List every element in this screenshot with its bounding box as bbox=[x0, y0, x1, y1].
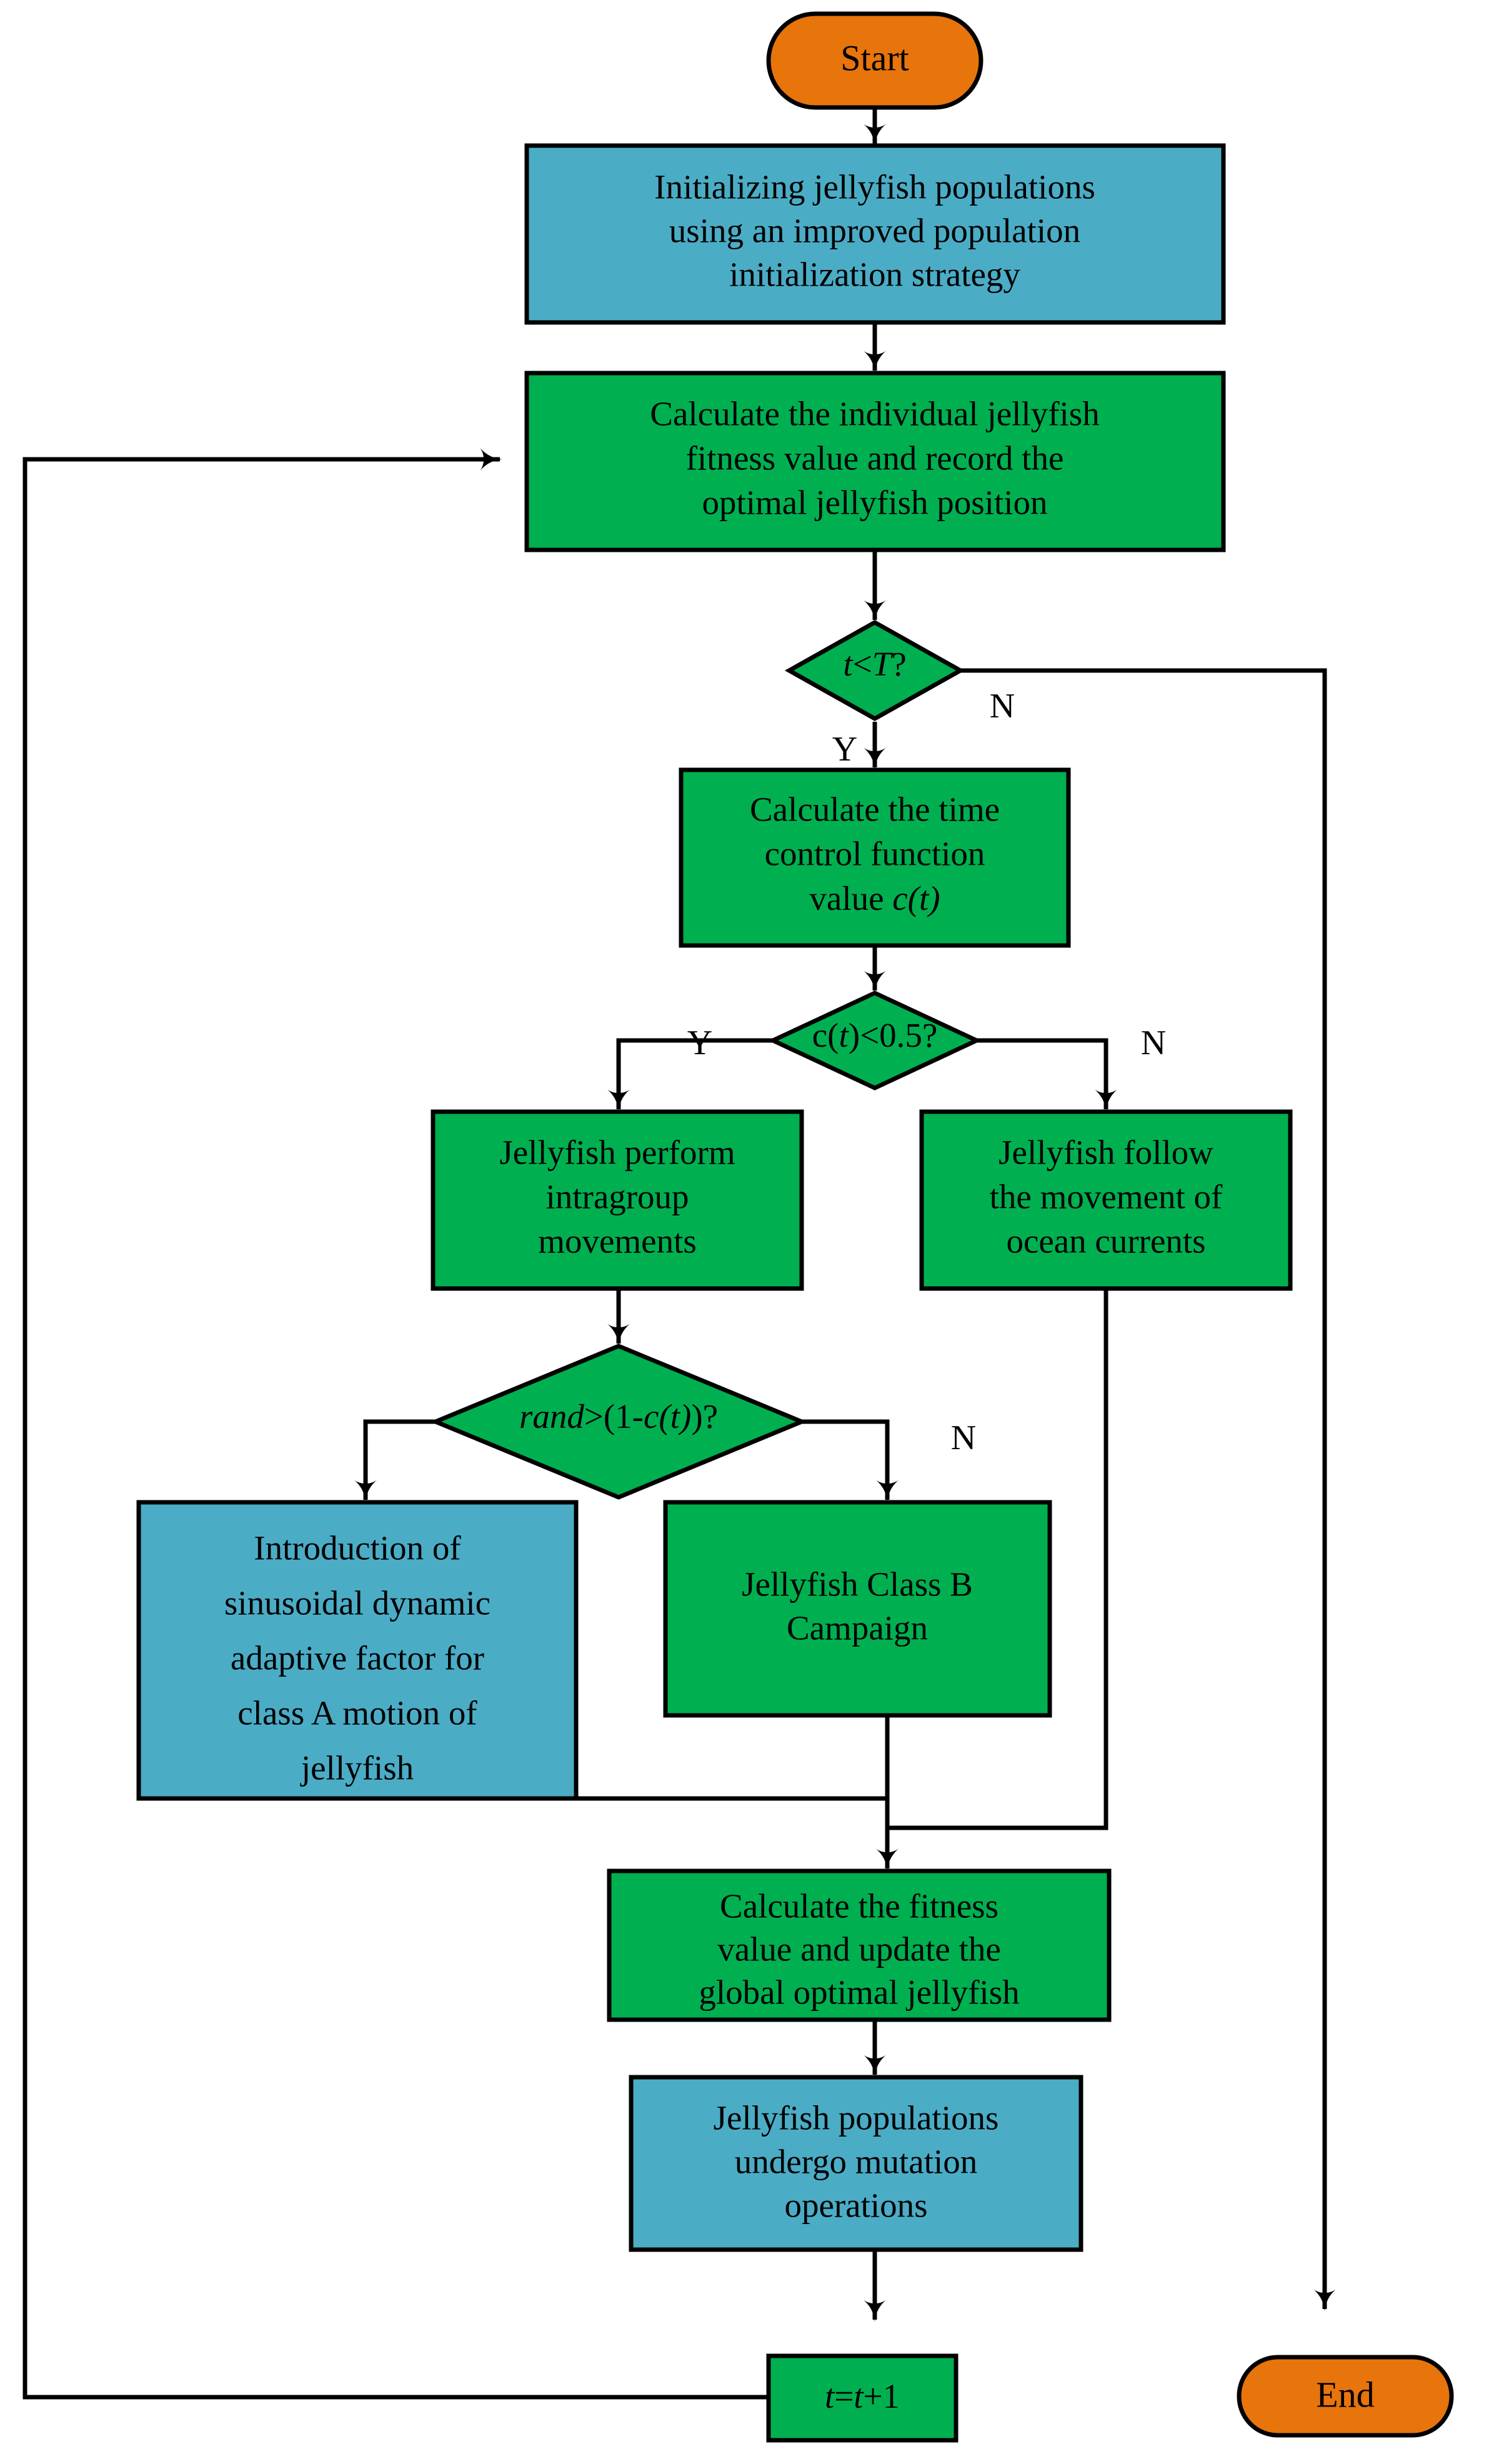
iteration-check-label: t<T? bbox=[843, 645, 906, 683]
end-label: End bbox=[1316, 2374, 1374, 2415]
ct-check-diamond-shape bbox=[767, 990, 982, 1090]
node-end[interactable]: End bbox=[1237, 2355, 1454, 2438]
node-iteration-check[interactable]: t<T? bbox=[784, 619, 965, 722]
mutation-process-shape bbox=[629, 2075, 1083, 2252]
node-ocean-currents[interactable]: Jellyfish follow the movement of ocean c… bbox=[919, 1109, 1293, 1291]
ct-check-label: c(t)<0.5? bbox=[812, 1016, 938, 1054]
rand-check-diamond-shape bbox=[429, 1344, 808, 1500]
mutation-label-line1: Jellyfish populations bbox=[714, 2099, 999, 2137]
node-ct-check[interactable]: c(t)<0.5? bbox=[767, 990, 982, 1090]
class-b-label-line1: Jellyfish Class B bbox=[742, 1565, 973, 1604]
sinusoidal-label-line5: jellyfish bbox=[300, 1749, 414, 1787]
calc-fitness-label-line1: Calculate the individual jellyfish bbox=[650, 395, 1099, 433]
branch-label-ct-no: N bbox=[1141, 1024, 1166, 1062]
node-calc-fitness[interactable]: Calculate the individual jellyfish fitne… bbox=[524, 371, 1226, 552]
rand-check-var-ct: c(t) bbox=[644, 1397, 691, 1435]
rand-check-var-rand: rand bbox=[519, 1397, 584, 1435]
node-class-b[interactable]: Jellyfish Class B Campaign bbox=[663, 1500, 1052, 1718]
rand-check-label: rand>(1-c(t))? bbox=[519, 1397, 718, 1435]
update-global-label-line3: global optimal jellyfish bbox=[699, 1973, 1019, 2012]
start-terminator-shape bbox=[766, 11, 984, 110]
time-control-label-line2: control function bbox=[765, 835, 985, 873]
update-global-label-line2: value and update the bbox=[717, 1930, 1001, 1968]
init-label-line1: Initializing jellyfish populations bbox=[654, 168, 1095, 206]
increment-var-t2: t bbox=[854, 2377, 864, 2415]
increment-label: t=t+1 bbox=[825, 2377, 900, 2415]
ct-check-var-t: t bbox=[839, 1016, 849, 1054]
branch-label-iteration-yes: Y bbox=[832, 730, 857, 769]
class-b-label-line2: Campaign bbox=[787, 1609, 928, 1647]
sinusoidal-label-line3: adaptive factor for bbox=[231, 1639, 484, 1677]
init-label-line2: using an improved population bbox=[669, 212, 1080, 250]
init-process-shape bbox=[524, 143, 1226, 325]
calc-fitness-label-line3: optimal jellyfish position bbox=[702, 484, 1047, 522]
iteration-check-var-t: t bbox=[843, 645, 854, 683]
edge-itercheck-no-to-end bbox=[960, 668, 1337, 2312]
increment-var-t1: t bbox=[825, 2377, 835, 2415]
node-start[interactable]: Start bbox=[766, 11, 984, 110]
node-init[interactable]: Initializing jellyfish populations using… bbox=[524, 143, 1226, 325]
ocean-currents-process-shape bbox=[919, 1109, 1293, 1291]
branch-label-ct-yes: Y bbox=[687, 1024, 712, 1062]
node-sinusoidal[interactable]: Introduction of sinusoidal dynamic adapt… bbox=[136, 1500, 579, 1801]
class-b-process-shape bbox=[663, 1500, 1052, 1718]
init-label-line3: initialization strategy bbox=[729, 256, 1020, 294]
branch-label-rand-no: N bbox=[951, 1419, 976, 1457]
node-increment[interactable]: t=t+1 bbox=[766, 2353, 959, 2443]
ocean-currents-label-line1: Jellyfish follow bbox=[999, 1134, 1213, 1172]
time-control-label-line1: Calculate the time bbox=[750, 791, 1000, 829]
calc-fitness-label-line2: fitness value and record the bbox=[686, 439, 1064, 477]
time-control-tail-italic: c(t) bbox=[892, 879, 940, 917]
edge-ctcheck-no-to-ocean bbox=[975, 1038, 1118, 1112]
node-intragroup[interactable]: Jellyfish perform intragroup movements bbox=[431, 1109, 804, 1291]
intragroup-label-line1: Jellyfish perform bbox=[499, 1134, 735, 1172]
ocean-currents-label-line2: the movement of bbox=[990, 1178, 1223, 1216]
time-control-process-shape bbox=[679, 767, 1071, 948]
mutation-label-line3: operations bbox=[784, 2187, 927, 2225]
update-global-label-line1: Calculate the fitness bbox=[720, 1887, 999, 1925]
mutation-label-line2: undergo mutation bbox=[735, 2143, 978, 2181]
edge-ocean-to-merge bbox=[887, 1289, 1108, 1830]
update-global-process-shape bbox=[607, 1868, 1112, 2022]
iteration-check-var-T: T bbox=[872, 645, 894, 683]
edge-increment-to-calcfitness bbox=[22, 447, 769, 2400]
iteration-check-diamond-shape bbox=[784, 619, 965, 722]
start-label: Start bbox=[840, 37, 909, 78]
edge-ctcheck-yes-to-intragroup bbox=[607, 1038, 775, 1112]
intragroup-label-line2: intragroup bbox=[545, 1178, 689, 1216]
node-update-global[interactable]: Calculate the fitness value and update t… bbox=[607, 1868, 1112, 2022]
time-control-label-line3: value c(t) bbox=[809, 879, 940, 917]
calc-fitness-process-shape bbox=[524, 371, 1226, 552]
increment-process-shape bbox=[766, 2353, 959, 2443]
edges-layer bbox=[22, 107, 1337, 2400]
node-mutation[interactable]: Jellyfish populations undergo mutation o… bbox=[629, 2075, 1083, 2252]
branch-label-iteration-no: N bbox=[990, 687, 1015, 726]
intragroup-process-shape bbox=[431, 1109, 804, 1291]
end-terminator-shape bbox=[1237, 2355, 1454, 2438]
sinusoidal-process-shape bbox=[136, 1500, 579, 1801]
intragroup-label-line3: movements bbox=[538, 1222, 697, 1260]
nodes-layer: Start Initializing jellyfish populations… bbox=[136, 11, 1454, 2443]
ocean-currents-label-line3: ocean currents bbox=[1006, 1222, 1205, 1260]
node-rand-check[interactable]: rand>(1-c(t))? bbox=[429, 1344, 808, 1500]
sinusoidal-label-line1: Introduction of bbox=[254, 1529, 461, 1567]
sinusoidal-label-line2: sinusoidal dynamic bbox=[224, 1584, 491, 1622]
sinusoidal-label-line4: class A motion of bbox=[237, 1694, 477, 1732]
node-time-control[interactable]: Calculate the time control function valu… bbox=[679, 767, 1071, 948]
time-control-tail-plain: value bbox=[809, 879, 892, 917]
